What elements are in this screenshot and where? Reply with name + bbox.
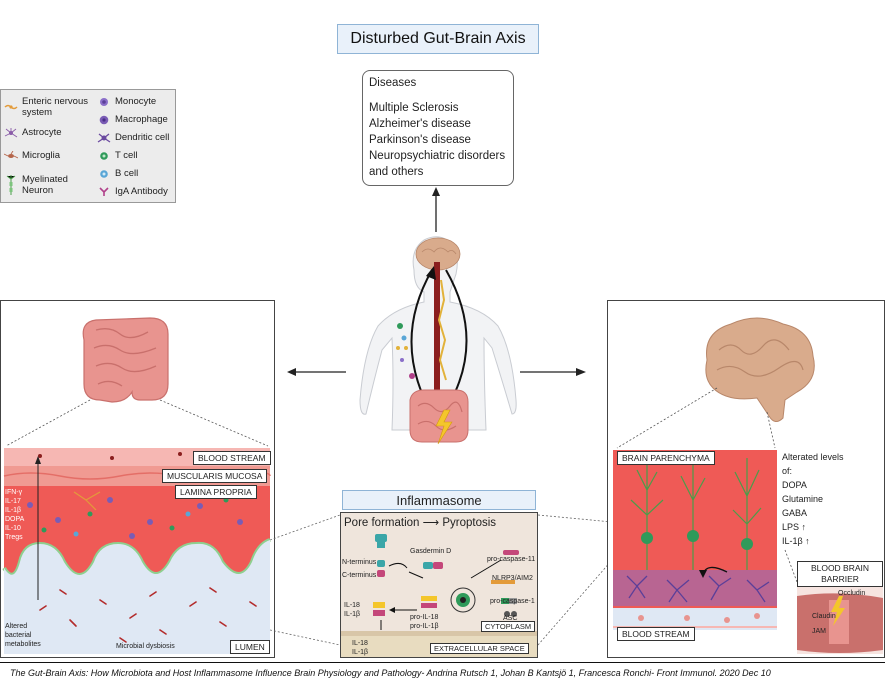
il18-label: IL-18 (344, 602, 360, 609)
cytoplasm-label: CYTOPLASM (481, 621, 536, 632)
altered-levels-item: of: (782, 466, 793, 476)
cytokine-item: IFN-γ (5, 489, 23, 496)
cytokine-list: IFN-γ IL-17 IL-1β DOPA IL-10 Tregs (5, 488, 24, 542)
il1b-label: IL-1β (344, 611, 361, 618)
inflammasome-pathway (373, 534, 519, 630)
legend-item-dendritic: Dendritic cell (97, 132, 169, 143)
pro-caspase-1-label: pro-caspase-1 (490, 598, 535, 605)
t-cell-icon (100, 151, 108, 160)
altered-levels-item: IL-1β ↑ (782, 536, 810, 546)
pro-il18-label: pro-IL-18 (410, 614, 439, 621)
legend-label: Enteric nervous system (22, 96, 89, 118)
disease-item: Multiple Sclerosis (369, 102, 459, 114)
pro-il1b-label: pro-IL-1β (410, 623, 439, 630)
diseases-box: Diseases Multiple Sclerosis Alzheimer's … (362, 70, 514, 186)
pore-pyroptosis-row: Pore formation ⟶ Pyroptosis (344, 515, 496, 529)
ex-il1b-label: IL-1β (352, 649, 369, 656)
arrow-right-icon: ⟶ (422, 517, 440, 529)
b-cell-icon (100, 169, 108, 178)
cytokine-item: Tregs (5, 534, 23, 541)
disease-item: and others (369, 166, 424, 178)
pyroptosis-text: Pyroptosis (442, 517, 497, 529)
ex-il18-label: IL-18 (352, 640, 368, 647)
altered-metabolites-label: Altered bacterial metabolites (5, 623, 41, 648)
arrow-right-icon (520, 368, 586, 376)
gut-panel-illustration (2, 317, 271, 654)
cytokine-item: IL-1β (5, 507, 22, 514)
inflammasome-title-text: Inflammasome (396, 492, 482, 508)
extracellular-label: EXTRACELLULAR SPACE (430, 643, 529, 654)
legend-label: Astrocyte (22, 127, 62, 138)
jam-label: JAM (812, 628, 826, 635)
pore-formation-text: Pore formation (344, 517, 420, 529)
inflammasome-title: Inflammasome (342, 490, 536, 510)
dendritic-cell-icon (97, 132, 111, 143)
legend-item-macrophage: Macrophage (97, 114, 168, 125)
altered-levels-item: Alterated levels (782, 452, 844, 462)
cytokine-item: IL-10 (5, 525, 21, 532)
bbb-label: BLOOD BRAIN BARRIER (797, 561, 883, 587)
altered-levels-item: DOPA (782, 480, 807, 490)
legend-label: B cell (115, 168, 139, 179)
legend-item-iga: IgA Antibody (97, 186, 168, 197)
legend-label: Monocyte (115, 96, 157, 107)
dysbiosis-label: Microbial dysbiosis (116, 643, 175, 650)
myelinated-neuron-icon (6, 175, 16, 195)
human-body-illustration (359, 236, 517, 445)
cytokine-item: IL-17 (5, 498, 21, 505)
legend-item-monocyte: Monocyte (97, 96, 156, 107)
footer-divider (0, 662, 885, 663)
monocyte-icon (100, 97, 108, 106)
brain-parenchyma-label: BRAIN PARENCHYMA (617, 451, 715, 465)
disease-item: Neuropsychiatric disorders (369, 150, 506, 162)
legend-label: T cell (115, 150, 138, 161)
page-title: Disturbed Gut-Brain Axis (337, 24, 539, 54)
iga-antibody-icon (99, 186, 109, 196)
diseases-header: Diseases (369, 77, 417, 89)
arrow-up-icon (432, 187, 440, 232)
page-title-text: Disturbed Gut-Brain Axis (350, 30, 526, 47)
brain-panel-illustration (613, 317, 883, 654)
claudin-label: Claudin (812, 613, 836, 620)
brain-blood-stream-label: BLOOD STREAM (617, 627, 695, 641)
altered-levels-list: Alterated levels of: DOPA Glutamine GABA… (782, 450, 844, 548)
legend-item-neuron: Myelinated Neuron (4, 174, 68, 196)
nlrp3-label: NLRP3/AIM2 (492, 575, 533, 582)
c-terminus-label: C-terminus (342, 572, 377, 579)
macrophage-icon (99, 115, 109, 124)
pro-caspase-11-label: pro-caspase-11 (487, 556, 536, 563)
cytokine-item: DOPA (5, 516, 25, 523)
legend-item-enteric: Enteric nervous system (4, 96, 108, 118)
legend-item-tcell: T cell (97, 150, 138, 161)
asc-label: ASC (503, 615, 518, 622)
occludin-label: Occludin (838, 590, 866, 597)
n-terminus-label: N-terminus (342, 559, 377, 566)
microglia-icon (4, 150, 18, 158)
muscularis-label: MUSCULARIS MUCOSA (162, 469, 268, 483)
legend-item-microglia: Microglia (4, 150, 60, 161)
callout-lines (270, 514, 613, 646)
gut-blood-stream-label: BLOOD STREAM (193, 451, 271, 465)
arrow-left-icon (287, 368, 346, 376)
altered-levels-item: Glutamine (782, 494, 824, 504)
legend-label: Myelinated Neuron (22, 174, 68, 196)
legend-label: Microglia (22, 150, 61, 161)
legend: Enteric nervous system Astrocyte Microgl… (0, 89, 176, 203)
astrocyte-icon (4, 127, 18, 137)
legend-item-astrocyte: Astrocyte (4, 127, 62, 138)
legend-label: Macrophage (115, 114, 168, 125)
footer-citation: The Gut-Brain Axis: How Microbiota and H… (10, 668, 771, 678)
altered-levels-item: LPS ↑ (782, 522, 807, 532)
altered-levels-item: GABA (782, 508, 808, 518)
cell-membrane (341, 631, 537, 636)
lumen-label: LUMEN (230, 640, 270, 654)
gasdermin-label: Gasdermin D (410, 548, 452, 555)
legend-label: Dendritic cell (115, 132, 170, 143)
disease-item: Alzheimer's disease (369, 118, 471, 130)
disease-item: Parkinson's disease (369, 134, 471, 146)
enteric-nervous-system-icon (4, 104, 18, 110)
legend-item-bcell: B cell (97, 168, 138, 179)
lamina-propria-label: LAMINA PROPRIA (175, 485, 257, 499)
legend-label: IgA Antibody (115, 186, 168, 197)
